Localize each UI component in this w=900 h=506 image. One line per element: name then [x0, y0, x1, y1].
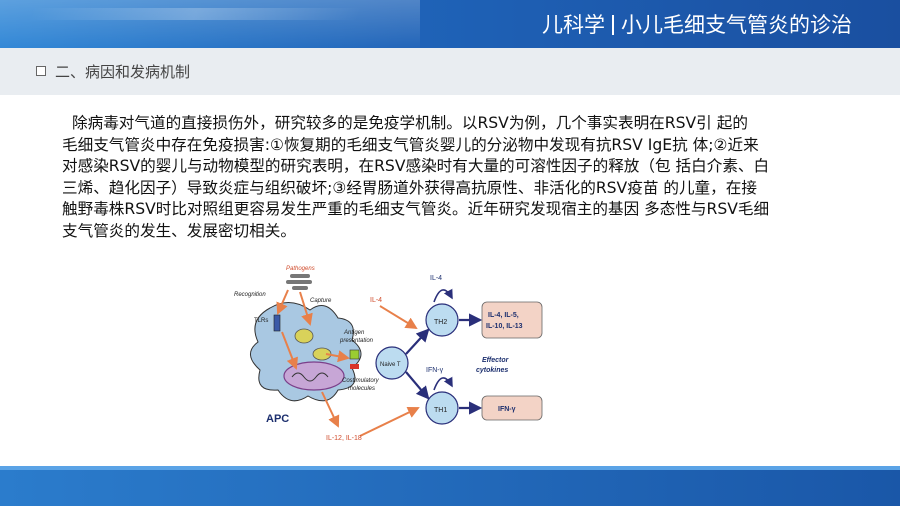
pathogen-icon — [286, 274, 312, 290]
title-course: 儿科学 — [542, 13, 605, 37]
autocrine-loop-il4 — [433, 288, 453, 303]
label-th1-cytokine: IFN-γ — [498, 406, 516, 413]
title-topic: 小儿毛细支气管炎的诊治 — [621, 13, 852, 37]
nucleus — [283, 361, 345, 391]
label-pathogens: Pathogens — [286, 266, 315, 272]
header-bar: 儿科学小儿毛细支气管炎的诊治 — [0, 0, 900, 48]
arrow-to-th2 — [405, 328, 430, 355]
title-divider — [612, 15, 614, 35]
autocrine-loop-ifn — [433, 376, 453, 391]
section-bar: 二、病因和发病机制 — [0, 48, 900, 95]
body-line-3: 对感染RSV的婴儿与动物模型的研究表明，在RSV感染时有大量的可溶性因子的释放（… — [62, 157, 770, 175]
tlr-receptor — [273, 314, 281, 332]
body-line-4: 三烯、趋化因子）导致炎症与组织破坏;③经胃肠道外获得高抗原性、非活化的RSV疫苗… — [62, 178, 757, 197]
label-costimulatory: Costimulatory — [342, 378, 380, 384]
body-line-1: 除病毒对气道的直接损伤外，研究较多的是免疫学机制。以RSV为例，几个事实表明在R… — [72, 114, 748, 132]
arrow-il4-to-th2 — [379, 305, 418, 330]
th1-cytokine-box — [481, 395, 543, 421]
body-line-6: 支气管炎的发生、发展密切相关。 — [62, 221, 296, 240]
th2-cytokine-box — [481, 301, 543, 339]
endosome — [294, 328, 314, 344]
footer-bar — [0, 466, 900, 506]
label-effector: Effector — [482, 357, 510, 364]
th1-cell — [425, 391, 459, 425]
immune-diagram: Pathogens Recognition Capture TLRs Antig… — [234, 266, 543, 442]
naive-t-cell — [375, 346, 409, 380]
label-presentation: presentation — [339, 338, 374, 344]
mhc-complex — [349, 349, 360, 360]
label-th1: TH1 — [434, 407, 447, 414]
label-th2-cytokines-1: IL-4, IL-5, — [488, 312, 519, 319]
label-th2-cytokines-2: IL-10, IL-13 — [486, 323, 523, 330]
header-stripe — [27, 8, 363, 20]
body-paragraph: 除病毒对气道的直接损伤外，研究较多的是免疫学机制。以RSV为例，几个事实表明在R… — [62, 113, 847, 242]
label-antigen: Antigen — [343, 330, 365, 336]
arrow-il12-to-th1 — [359, 406, 420, 437]
label-il12-il18: IL-12, IL-18 — [326, 435, 362, 442]
label-th2: TH2 — [434, 319, 447, 326]
label-il4-left: IL-4 — [370, 297, 382, 304]
label-ifn-gamma: IFN-γ — [426, 367, 444, 374]
arrow-recognition — [276, 289, 289, 315]
label-molecules: molecules — [348, 386, 375, 392]
square-bullet-icon — [36, 66, 46, 76]
footer-highlight — [0, 466, 900, 470]
arrow-to-th1 — [405, 371, 430, 400]
arrow-tlr-signal — [281, 331, 298, 370]
arrow-capture — [299, 291, 313, 326]
header-sheen — [0, 0, 420, 48]
label-naive-t: Naive T — [380, 362, 401, 368]
body-line-5: 触野毒株RSV时比对照组更容易发生严重的毛细支气管炎。近年研究发现宿主的基因 多… — [62, 200, 770, 218]
label-capture: Capture — [310, 298, 332, 304]
label-tlrs: TLRs — [254, 318, 268, 324]
arrow-presentation — [325, 350, 350, 363]
costim-molecule — [350, 364, 359, 369]
label-il4-top: IL-4 — [430, 275, 442, 282]
slide-title: 儿科学小儿毛细支气管炎的诊治 — [542, 9, 852, 39]
th2-cell — [425, 303, 459, 337]
label-apc: APC — [266, 413, 289, 425]
section-heading: 二、病因和发病机制 — [55, 63, 191, 81]
dna-strand — [291, 372, 329, 382]
arrow-il12 — [321, 391, 340, 428]
label-recognition: Recognition — [234, 292, 266, 298]
body-line-2: 毛细支气管炎中存在免疫损害:①恢复期的毛细支气管炎婴儿的分泌物中发现有抗RSV … — [62, 135, 759, 154]
label-cytokines: cytokines — [476, 367, 508, 374]
